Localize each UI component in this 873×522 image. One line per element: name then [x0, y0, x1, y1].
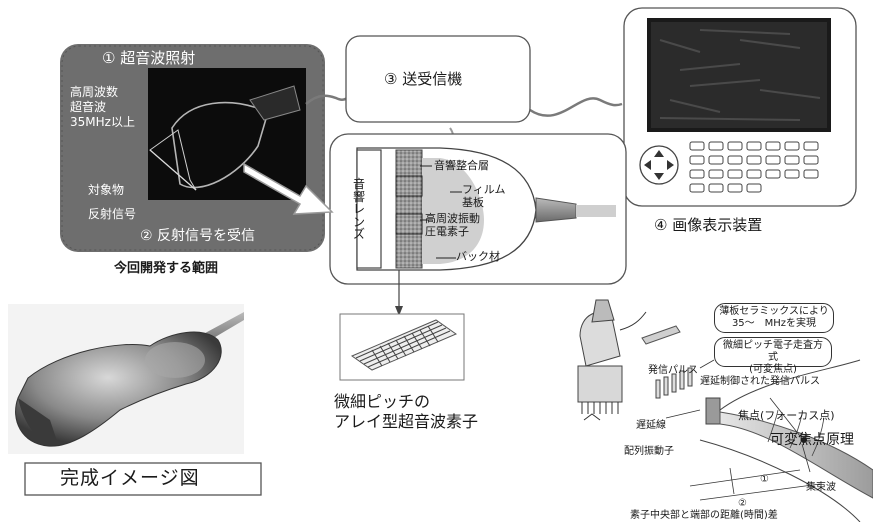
target-label: 対象物 — [88, 183, 125, 197]
focal-point-label: 焦点(フォーカス点) — [738, 409, 835, 422]
tx-pulse-label: 発信パルス — [648, 365, 698, 376]
mark-2: ② — [738, 498, 747, 509]
callout-scan-method: 微細ピッチ電子走査方式 (可変焦点) — [714, 337, 832, 375]
focus-principle-diagram — [577, 299, 873, 522]
step2-label: ② 反射信号を受信 — [140, 228, 256, 244]
piezo-label-2: 圧電素子 — [425, 225, 469, 238]
principle-label: 可変焦点原理 — [770, 432, 854, 448]
display-label: ④ 画像表示装置 — [654, 216, 763, 234]
transceiver-box — [345, 35, 531, 123]
callout2-line1: 微細ピッチ電子走査方式 — [723, 340, 823, 363]
beam-label: 集束波 — [806, 482, 836, 493]
array-caption-2: アレイ型超音波素子 — [334, 412, 479, 431]
mark-1: ① — [760, 474, 769, 485]
completed-caption-box — [24, 462, 262, 496]
completed-probe-image — [8, 304, 244, 454]
delayed-pulse-label: 遅延制御された発信パルス — [700, 376, 820, 387]
substrate-label: 基板 — [462, 196, 484, 209]
step1-label: ① 超音波照射 — [102, 49, 196, 67]
array-elements-label: 配列振動子 — [624, 446, 674, 457]
backing-label: バック材 — [456, 250, 500, 263]
freq-line-3: 35MHz以上 — [70, 115, 135, 129]
probe-cross-section — [329, 133, 627, 316]
film-label: フィルム — [462, 183, 506, 196]
display-device — [623, 7, 857, 207]
piezo-label-1: 高周波振動 — [425, 212, 480, 225]
delay-line-label: 遅延線 — [636, 420, 666, 431]
callout1-line2: 35～ MHzを実現 — [731, 318, 817, 329]
scope-panel — [60, 44, 325, 252]
lens-label: 音響レンズ — [352, 177, 365, 242]
probe-photo-dark — [148, 68, 306, 200]
freq-line-2: 超音波 — [70, 100, 107, 114]
array-caption-1: 微細ピッチの — [334, 392, 431, 411]
freq-line-1: 高周波数 — [70, 85, 119, 99]
distance-note: 素子中央部と端部の距離(時間)差 — [630, 510, 778, 521]
scope-caption: 今回開発する範囲 — [114, 261, 219, 276]
callout1-line1: 薄板セラミックスにより — [719, 306, 829, 317]
scope-arrow — [243, 162, 334, 215]
matching-layer-label: 音響整合層 — [434, 159, 489, 172]
reflection-label: 反射信号 — [88, 207, 137, 221]
callout-thin-ceramics: 薄板セラミックスにより 35～ MHzを実現 — [714, 303, 834, 333]
callout2-line2: (可変焦点) — [749, 364, 797, 375]
transceiver-label: ③ 送受信機 — [384, 70, 463, 88]
array-illustration — [339, 313, 465, 381]
completed-caption: 完成イメージ図 — [60, 467, 200, 489]
